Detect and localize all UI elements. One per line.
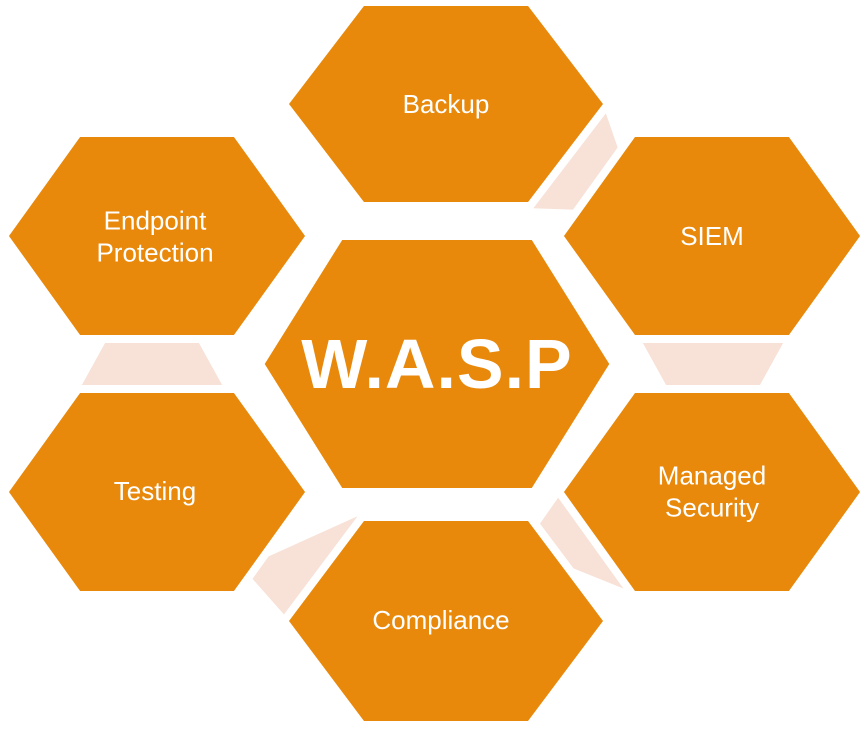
siem-hexagon <box>554 129 867 343</box>
endpoint-protection-hexagon <box>0 129 315 343</box>
connector-compliance-to-testing-icon <box>243 516 358 619</box>
compliance-hexagon <box>279 513 613 729</box>
managed-security-hexagon <box>554 385 867 599</box>
connector-managed-to-compliance-icon <box>523 495 637 594</box>
backup-hexagon <box>278 0 614 210</box>
wasp-center-hexagon <box>255 232 619 496</box>
testing-hexagon <box>0 385 315 599</box>
